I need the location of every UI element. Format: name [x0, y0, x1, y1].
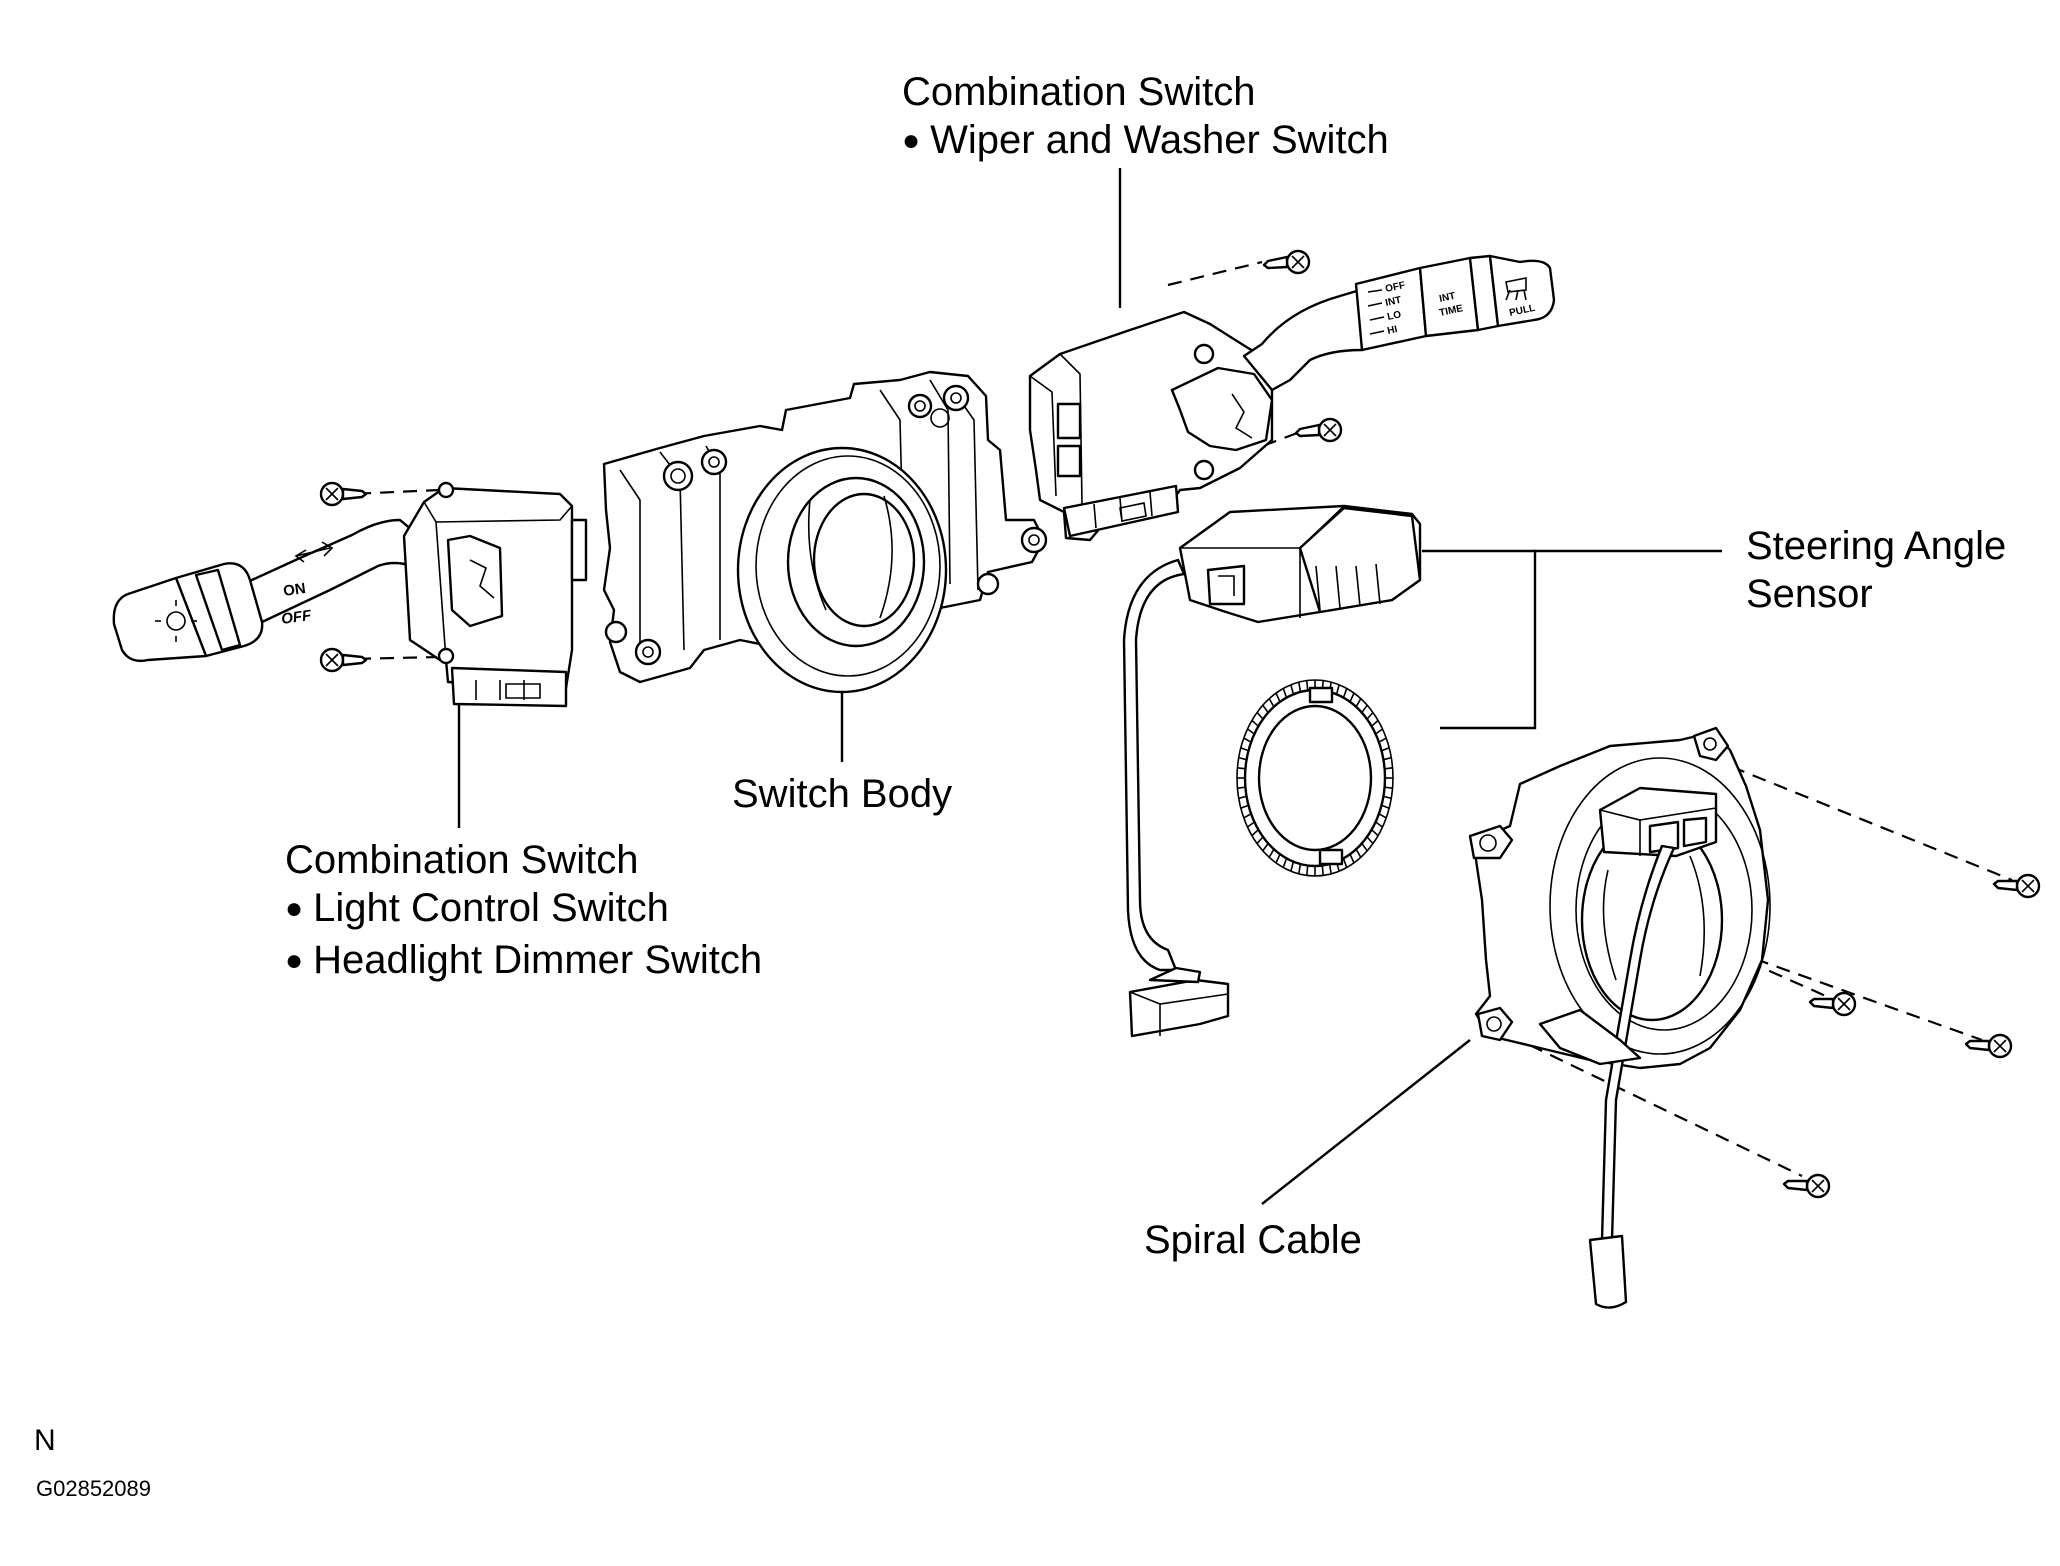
sensor-ring-tooth [1307, 681, 1308, 691]
sensor-ring-tooth [1382, 805, 1390, 808]
sensor-ring-tooth [1344, 858, 1347, 867]
sensor-ring-tooth [1263, 843, 1268, 850]
wiper-int-time-marking: INT [1438, 291, 1456, 305]
sensor-ring-tooth [1291, 862, 1294, 872]
wiper-switch-title: Combination Switch [902, 70, 1256, 114]
sensor-ring-tooth [1299, 864, 1301, 874]
sensor-ring-tooth [1344, 689, 1347, 698]
sensor-ring-tooth [1276, 693, 1280, 702]
light-switch-title: Combination Switch [285, 838, 639, 882]
sensor-ring-tooth [1252, 720, 1259, 726]
sensor-ring-tooth [1350, 854, 1354, 863]
wiper-time-marking: TIME [1438, 303, 1464, 319]
sensor-ring-tooth [1269, 699, 1274, 707]
spiral-cable-label: Spiral Cable [1144, 1218, 1362, 1262]
sensor-ring-tooth [1237, 768, 1245, 769]
light-switch-label: Combination Switch Light Control Switch … [285, 836, 762, 988]
leader-lines [459, 168, 1722, 1204]
light-off-marking: OFF [280, 607, 313, 628]
sensor-ring-tooth [1239, 758, 1247, 760]
sensor-ring-tooth [1244, 738, 1251, 742]
steering-angle-sensor-label: Steering Angle Sensor [1746, 522, 2006, 618]
sensor-ring-tooth [1241, 748, 1249, 751]
sensor-ring-tooth [1283, 689, 1286, 698]
spiral-cable [1470, 728, 1770, 1308]
sensor-ring-tooth [1376, 822, 1383, 827]
orientation-letter: N [34, 1424, 56, 1457]
switch-body [604, 372, 1046, 692]
sensor-ring-tooth [1291, 685, 1294, 695]
sensor-ring-tooth [1283, 858, 1286, 867]
figure-code: G02852089 [36, 1476, 151, 1501]
sensor-ring-tooth [1356, 699, 1361, 707]
wiper-washer-switch: OFF INT LO HI INT TIME PULL [1030, 256, 1554, 540]
sensor-ring-tooth [1362, 843, 1367, 850]
switch-body-label: Switch Body [732, 772, 953, 816]
wiper-switch-label: Combination Switch Wiper and Washer Swit… [902, 68, 1389, 168]
sensor-ring-tooth [1385, 768, 1393, 769]
sensor-ring-tooth [1269, 849, 1274, 857]
sensor-ring-tooth [1257, 837, 1263, 844]
wiper-pull-marking: PULL [1508, 303, 1536, 319]
sensor-ring-tooth [1248, 729, 1255, 734]
sensor-ring-tooth [1322, 866, 1323, 876]
sensor-ring-tooth [1367, 712, 1373, 719]
light-control-switch: ON OFF [114, 483, 586, 706]
sensor-ring-tooth [1372, 720, 1379, 726]
sensor-ring-tooth [1350, 693, 1354, 702]
sensor-ring-tooth [1257, 712, 1263, 719]
sensor-ring-tooth [1356, 849, 1361, 857]
sensor-ring-tooth [1384, 758, 1392, 760]
wiper-washer-switch-item: Wiper and Washer Switch [902, 116, 1389, 168]
sensor-ring-tooth [1382, 748, 1390, 751]
sensor-ring-tooth [1385, 787, 1393, 788]
wiper-lo-marking: LO [1386, 309, 1402, 323]
steering-angle-sensor-line-1: Steering Angle [1746, 524, 2007, 568]
sensor-ring-tooth [1299, 682, 1301, 692]
wiper-hi-marking: HI [1386, 324, 1398, 337]
light-on-marking: ON [282, 580, 307, 600]
steering-angle-sensor-line-2: Sensor [1746, 572, 1873, 616]
sensor-ring-tooth [1379, 814, 1386, 818]
headlight-dimmer-switch-item: Headlight Dimmer Switch [285, 936, 762, 988]
sensor-ring-tooth [1248, 822, 1255, 827]
wiper-off-marking: OFF [1384, 280, 1406, 295]
sensor-ring-tooth [1276, 854, 1280, 863]
steering-angle-sensor [1124, 506, 1420, 1036]
screw-icons [321, 251, 2039, 1197]
sensor-ring-tooth [1362, 705, 1367, 712]
sensor-ring-tooth [1367, 837, 1373, 844]
sensor-ring-tooth [1372, 830, 1379, 836]
sensor-ring-tooth [1263, 705, 1268, 712]
sensor-ring-tooth [1244, 814, 1251, 818]
sensor-ring-tooth [1330, 864, 1332, 874]
sensor-ring-tooth [1237, 787, 1245, 788]
sensor-ring-tooth [1337, 685, 1340, 695]
wiper-int-marking: INT [1384, 295, 1402, 309]
sensor-ring-tooth [1252, 830, 1259, 836]
light-control-switch-item: Light Control Switch [285, 884, 762, 936]
sensor-ring-tooth [1241, 805, 1249, 808]
sensor-ring-tooth [1384, 796, 1392, 798]
sensor-ring-tooth [1379, 738, 1386, 742]
sensor-ring-tooth [1307, 866, 1308, 876]
sensor-ring-tooth [1239, 796, 1247, 798]
sensor-ring-tooth [1376, 729, 1383, 734]
